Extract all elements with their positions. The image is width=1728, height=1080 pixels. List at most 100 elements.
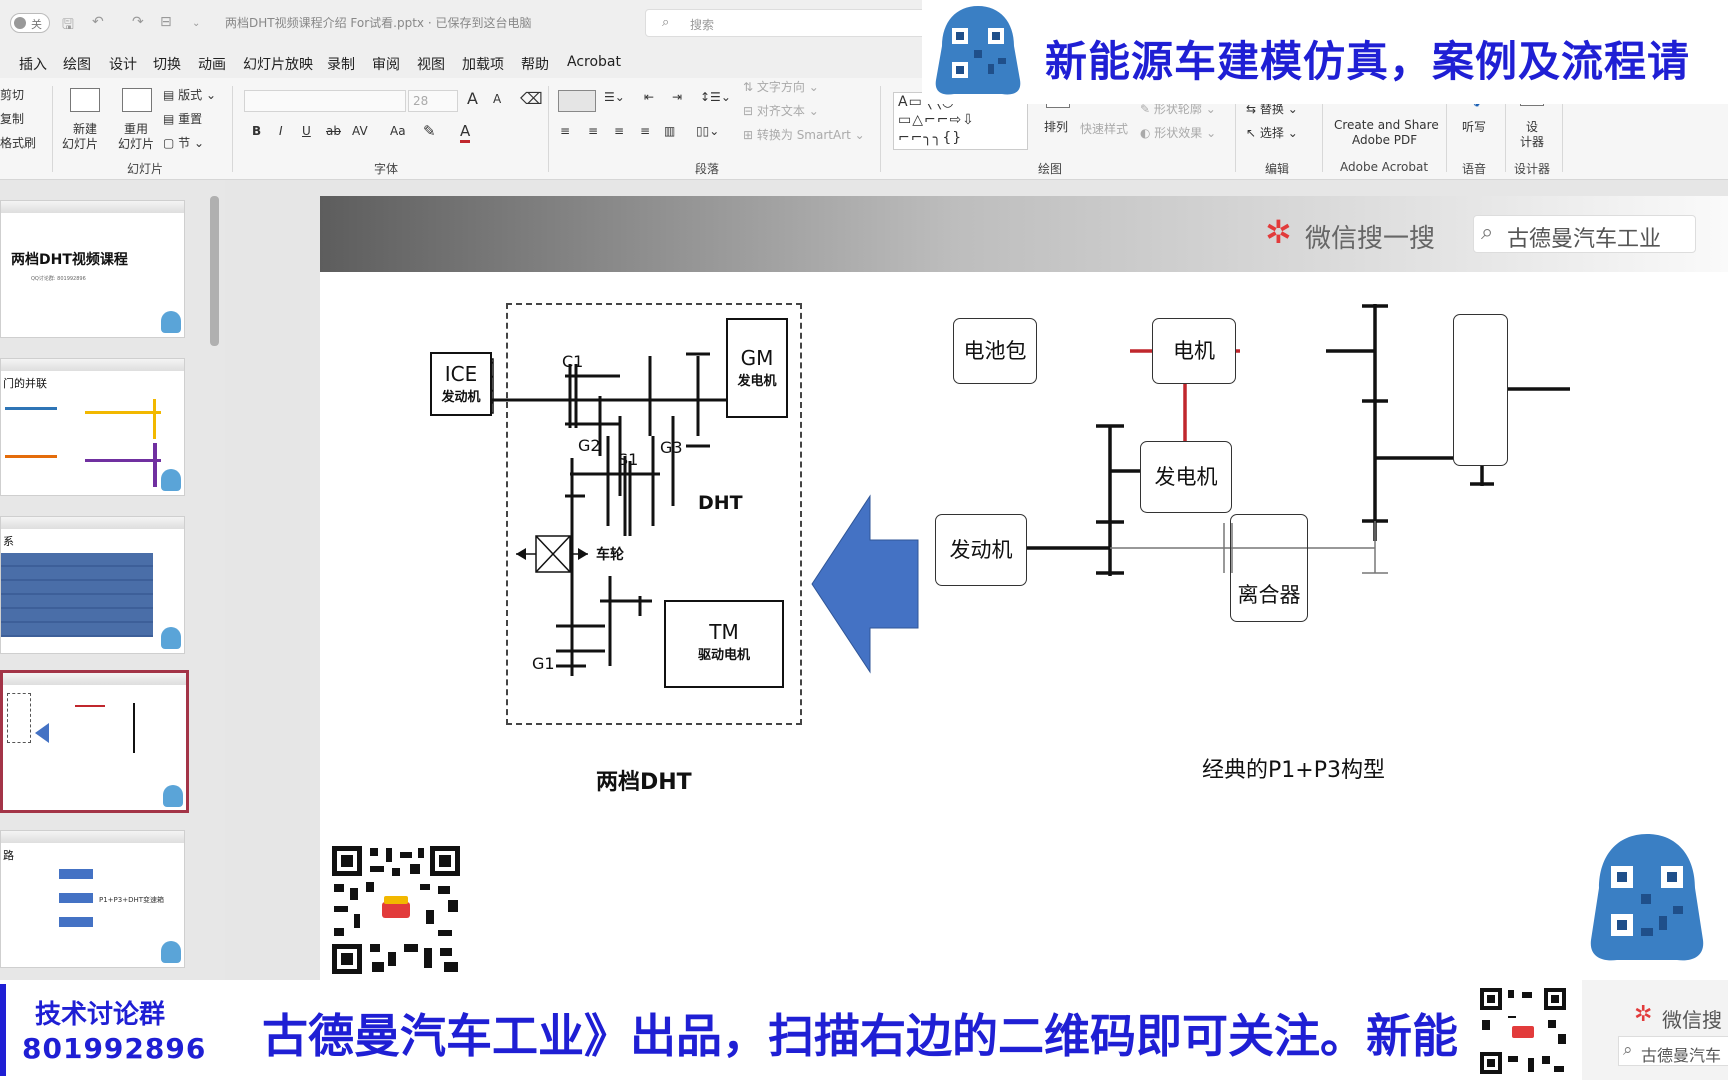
tab-design[interactable]: 设计: [109, 57, 137, 73]
columns-icon[interactable]: ▯▯⌄: [696, 124, 720, 138]
customize-chevron-icon[interactable]: ⌄: [192, 18, 201, 29]
slide-thumbnail-2[interactable]: 门的并联: [0, 358, 185, 496]
thumb-header: [3, 673, 186, 685]
slide-thumbnail-3[interactable]: 系: [0, 516, 185, 654]
font-name-input[interactable]: [244, 90, 406, 112]
thumb-line: [153, 443, 157, 487]
dictate-button[interactable]: 听写: [1462, 120, 1487, 134]
italic-button[interactable]: I: [279, 124, 283, 138]
designer-button-line2[interactable]: 计器: [1520, 135, 1545, 149]
arrow-left-icon: [811, 494, 919, 674]
engine-block: 发动机: [935, 514, 1027, 586]
create-share-pdf-button[interactable]: Create and Share: [1334, 118, 1439, 132]
reuse-slides-button-line2[interactable]: 幻灯片: [118, 137, 155, 151]
copy-button[interactable]: 复制: [0, 112, 25, 126]
format-painter-button[interactable]: 格式刷: [0, 136, 37, 150]
bottom-wechat-search-box: ⌕ 古德曼汽车: [1618, 1036, 1728, 1066]
reuse-slides-button[interactable]: 重用: [124, 122, 149, 136]
grow-font-button[interactable]: A: [467, 89, 478, 108]
tab-animations[interactable]: 动画: [198, 57, 226, 73]
thumb-title: 门的并联: [3, 377, 47, 390]
present-icon[interactable]: ⊟: [160, 14, 172, 30]
tab-insert[interactable]: 插入: [19, 57, 47, 73]
group-acrobat-label: Adobe Acrobat: [1340, 160, 1429, 174]
bold-button[interactable]: B: [252, 124, 262, 138]
underline-button[interactable]: U: [302, 124, 311, 138]
quick-styles-button[interactable]: 快速样式: [1080, 122, 1129, 136]
tab-record[interactable]: 录制: [327, 57, 355, 73]
thumb-title: 两档DHT视频课程: [11, 252, 128, 268]
thumb-header: [1, 359, 184, 371]
font-size-input[interactable]: 28: [408, 90, 458, 112]
numbering-icon[interactable]: ☰⌄: [604, 90, 625, 104]
clear-format-icon[interactable]: ⌫: [520, 89, 543, 108]
create-share-pdf-button-line2[interactable]: Adobe PDF: [1352, 133, 1418, 147]
mascot-icon: [161, 627, 181, 649]
tm-label: TM: [709, 620, 739, 644]
tab-review[interactable]: 审阅: [372, 57, 400, 73]
thumb-dht: [7, 693, 31, 743]
tab-view[interactable]: 视图: [417, 57, 445, 73]
increase-indent-icon[interactable]: ⇥: [672, 90, 683, 104]
slide-thumbnail-4-selected[interactable]: [0, 670, 189, 813]
reset-button[interactable]: ▤ 重置: [163, 112, 203, 126]
thumb-header: [1, 517, 184, 529]
slide-thumbnail-5[interactable]: 路 P1+P3+DHT变速箱: [0, 830, 185, 968]
dht-label: DHT: [698, 492, 743, 514]
slide-thumbnail-1[interactable]: 两档DHT视频课程 QQ讨论群: 801992896: [0, 200, 185, 338]
align-left-icon[interactable]: ≡: [560, 124, 571, 138]
thumb-arrow: [59, 917, 93, 927]
thumbnail-scrollbar[interactable]: [210, 196, 219, 346]
tab-draw[interactable]: 绘图: [63, 57, 91, 73]
shape-effects-button[interactable]: ◐ 形状效果 ⌄: [1140, 126, 1217, 140]
align-text-button[interactable]: ⊟ 对齐文本 ⌄: [743, 104, 819, 118]
shape-outline-button[interactable]: ✎ 形状轮廓 ⌄: [1140, 102, 1216, 116]
text-direction-button[interactable]: ⇅ 文字方向 ⌄: [743, 80, 819, 94]
slide-canvas[interactable]: ✲ 微信搜一搜 ⌕ 古德曼汽车工业: [320, 196, 1728, 980]
align-center-icon[interactable]: ≡: [588, 124, 599, 138]
new-slide-icon: [70, 88, 100, 112]
reset-label: 重置: [178, 112, 203, 126]
motor-block: 电机: [1152, 318, 1236, 384]
convert-smartart-button[interactable]: ⊞ 转换为 SmartArt ⌄: [743, 128, 865, 142]
layout-button[interactable]: ▤ 版式 ⌄: [163, 88, 217, 102]
save-icon[interactable]: 🖫: [62, 17, 74, 33]
tab-help[interactable]: 帮助: [521, 57, 549, 73]
justify-icon[interactable]: ≡: [640, 124, 651, 138]
document-title[interactable]: 两档DHT视频课程介绍 For试看.pptx · 已保存到这台电脑: [225, 16, 532, 30]
strikethrough-button[interactable]: ab: [326, 124, 341, 138]
thumb-subtitle: QQ讨论群: 801992896: [31, 276, 86, 282]
search-icon: ⌕: [662, 15, 670, 30]
new-slide-button-line2[interactable]: 幻灯片: [62, 137, 99, 151]
tab-transitions[interactable]: 切换: [153, 57, 181, 73]
font-color-icon[interactable]: A: [460, 122, 471, 143]
p1p3-caption: 经典的P1+P3构型: [1202, 758, 1385, 783]
select-button[interactable]: ↖ 选择 ⌄: [1246, 126, 1298, 140]
cut-button[interactable]: 剪切: [0, 88, 25, 102]
new-slide-button[interactable]: 新建: [73, 122, 98, 136]
section-button[interactable]: ▢ 节 ⌄: [163, 136, 205, 150]
char-spacing-button[interactable]: AV: [352, 124, 368, 138]
tab-addins[interactable]: 加载项: [462, 57, 504, 73]
tab-slideshow[interactable]: 幻灯片放映: [243, 57, 313, 73]
arrange-button[interactable]: 排列: [1044, 120, 1069, 134]
replace-button[interactable]: ⇆ 替换 ⌄: [1246, 102, 1298, 116]
distributed-icon[interactable]: ▥: [664, 124, 676, 138]
autosave-toggle[interactable]: 关: [10, 13, 50, 33]
shrink-font-button[interactable]: A: [493, 92, 502, 106]
wechat-search-icon: ✲: [1634, 1002, 1653, 1027]
line-spacing-icon[interactable]: ↕☰⌄: [700, 90, 731, 104]
search-icon: ⌕: [1623, 1040, 1633, 1060]
bullets-icon[interactable]: [558, 90, 596, 112]
decrease-indent-icon[interactable]: ⇤: [644, 90, 655, 104]
ice-label: ICE: [444, 362, 478, 386]
tab-acrobat[interactable]: Acrobat: [567, 54, 621, 70]
designer-button[interactable]: 设: [1526, 120, 1539, 134]
align-right-icon[interactable]: ≡: [614, 124, 625, 138]
search-input[interactable]: ⌕ 搜索: [645, 9, 935, 37]
highlight-icon[interactable]: ✎: [423, 122, 436, 140]
change-case-button[interactable]: Aa: [390, 124, 406, 138]
group-slides-label: 幻灯片: [127, 162, 164, 176]
undo-icon[interactable]: ↶: [92, 14, 104, 30]
redo-icon[interactable]: ↷: [132, 14, 144, 30]
